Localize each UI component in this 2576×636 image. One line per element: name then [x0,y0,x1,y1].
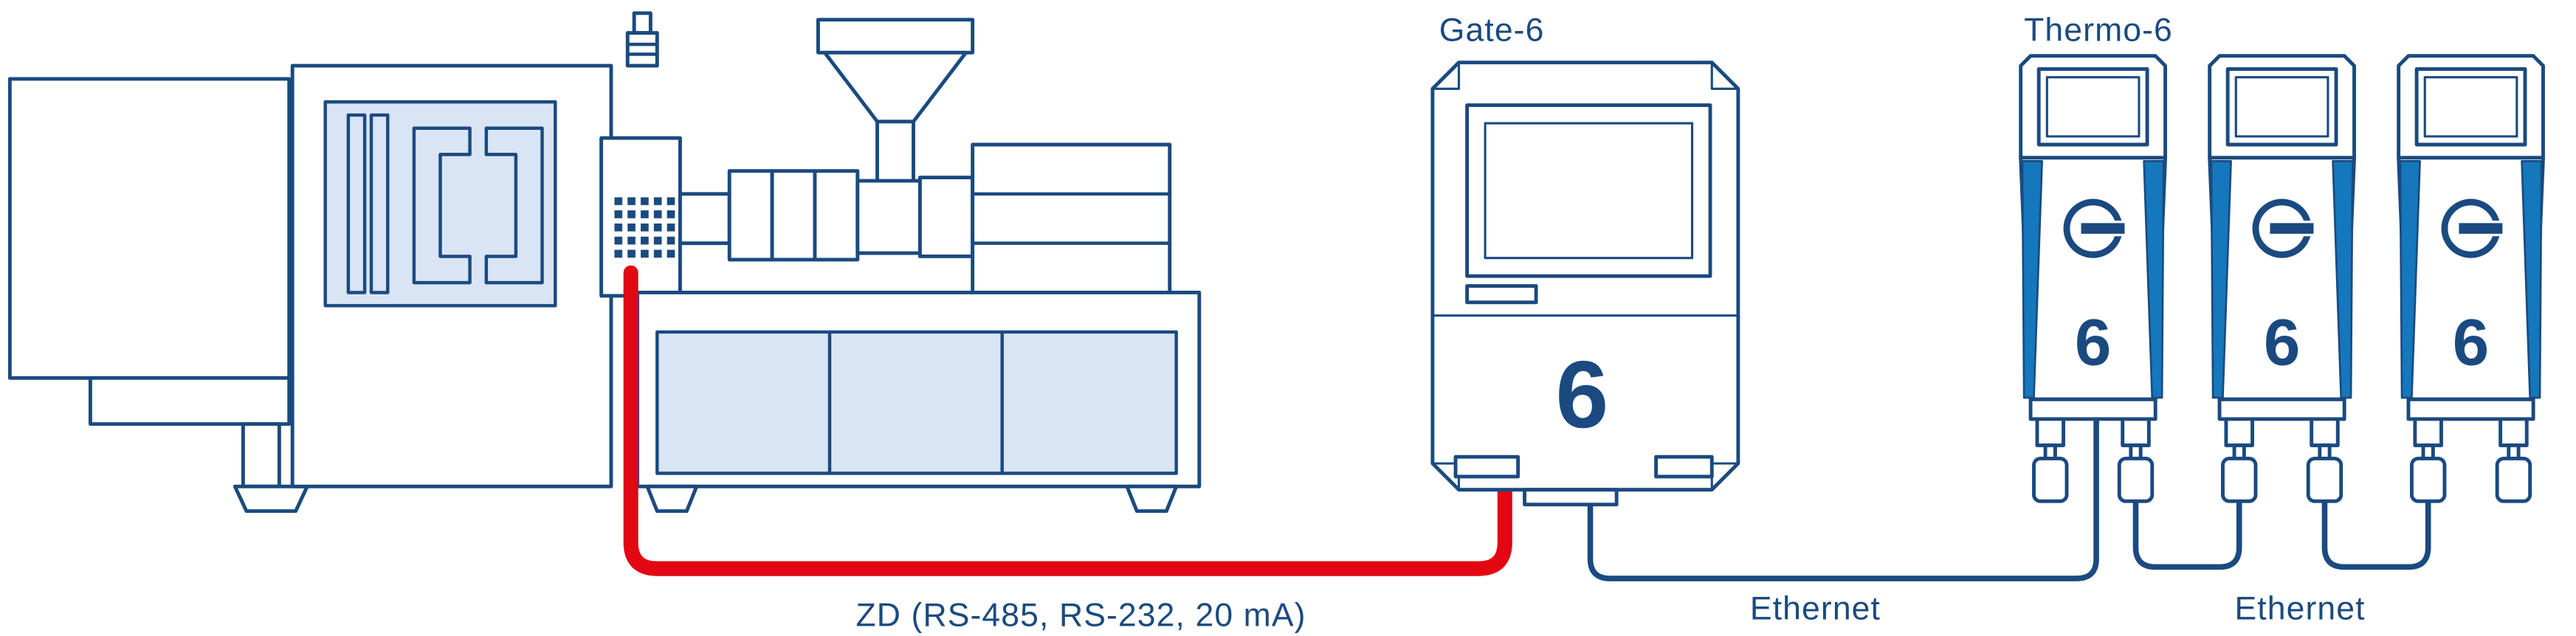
signal-beacon [625,31,659,68]
thermo-6-unit-1: 6 [2019,54,2168,503]
heater-band [770,169,817,262]
barrel-segment [917,176,975,258]
gate-screen-inner [1484,122,1694,260]
signal-beacon-top [632,11,652,35]
tie-bar [369,113,390,294]
hb-therm-logo-bar [2456,221,2505,237]
caster-wheel [2409,456,2447,503]
caster-wheel [2306,456,2343,503]
gate-6-device: 6 [1430,61,1740,507]
machine-foot-left [233,484,309,514]
thermo-label: Thermo-6 [2024,13,2173,49]
caster-wheel [2221,456,2258,503]
labels: Gate-6 Thermo-6 ZD (RS-485, RS-232, 20 m… [856,13,2366,634]
clamping-unit-step [88,376,292,426]
hopper-lid [816,18,975,55]
gate-foot-left [1453,454,1521,479]
thermo-connector-left [2224,417,2254,448]
injection-molding-machine [7,11,1202,514]
ethernet-label-left: Ethernet [1750,591,1881,627]
gate-corner-mark [1432,62,1461,90]
thermo-screen-inner [2423,76,2518,138]
clamping-unit-housing [7,77,292,380]
thermo-digit: 6 [2453,305,2490,379]
caster-wheel [2032,456,2069,503]
caster-stem [2129,443,2143,460]
thermo-connector-right [2310,417,2340,448]
machine-foot-right [1125,484,1179,514]
thermo-screen-inner [2045,76,2141,138]
caster-wheel [2495,456,2532,503]
thermo-screen [2225,67,2338,147]
machine-base-panels [655,330,1178,475]
gate-screen [1465,103,1712,278]
thermo-screen [2414,67,2527,147]
thermo-connector-left [2413,417,2443,448]
ethernet-label-right: Ethernet [2235,591,2366,627]
hopper-neck [875,120,915,183]
caster-stem [2421,443,2435,460]
gate-button-bar [1465,284,1538,305]
hb-therm-logo-bar [2079,221,2127,237]
gate-corner-mark [1710,62,1738,90]
gate-digit: 6 [1556,342,1609,448]
thermo-base [2217,397,2346,421]
thermo-6-unit-3: 6 [2397,54,2545,503]
heater-band [813,169,860,262]
caster-stem [2043,443,2057,460]
thermo-base [2406,397,2535,421]
cables [623,265,2431,581]
ethernet-cable-1 [1587,410,2099,581]
machine-foot-center [645,484,699,514]
control-keypad [614,197,675,263]
barrel-segment [678,192,731,246]
caster-wheel [2117,456,2155,503]
caster-stem [2318,443,2332,460]
thermo-screen-inner [2234,76,2329,138]
gate-foot-right [1654,454,1714,479]
injection-drive-housing [971,142,1172,294]
thermo-connector-left [2035,417,2066,448]
thermo-connector-right [2498,417,2529,448]
thermo-digit: 6 [2075,305,2112,379]
zd-cable [623,265,1512,576]
thermo-digit: 6 [2264,305,2301,379]
ethernet-cable-2 [2132,410,2242,570]
gate-label: Gate-6 [1439,13,1545,49]
thermo-screen [2036,67,2149,147]
mold-half-right [484,126,544,285]
tie-bar [346,113,367,294]
caster-stem [2507,443,2521,460]
hb-therm-logo-bar [2267,221,2316,237]
heater-band [727,169,774,262]
caster-stem [2232,443,2246,460]
gate-connector [1523,488,1619,507]
thermo-6-unit-2: 6 [2208,54,2356,503]
ethernet-cable-3 [2321,410,2431,570]
barrel-segment [855,179,922,255]
zd-cable-label: ZD (RS-485, RS-232, 20 mA) [856,598,1306,634]
hopper-funnel [822,50,968,124]
mold-half-left [412,126,472,285]
thermo-connector-right [2121,417,2151,448]
machine-support-leg [241,422,281,488]
thermo-base [2028,397,2157,421]
